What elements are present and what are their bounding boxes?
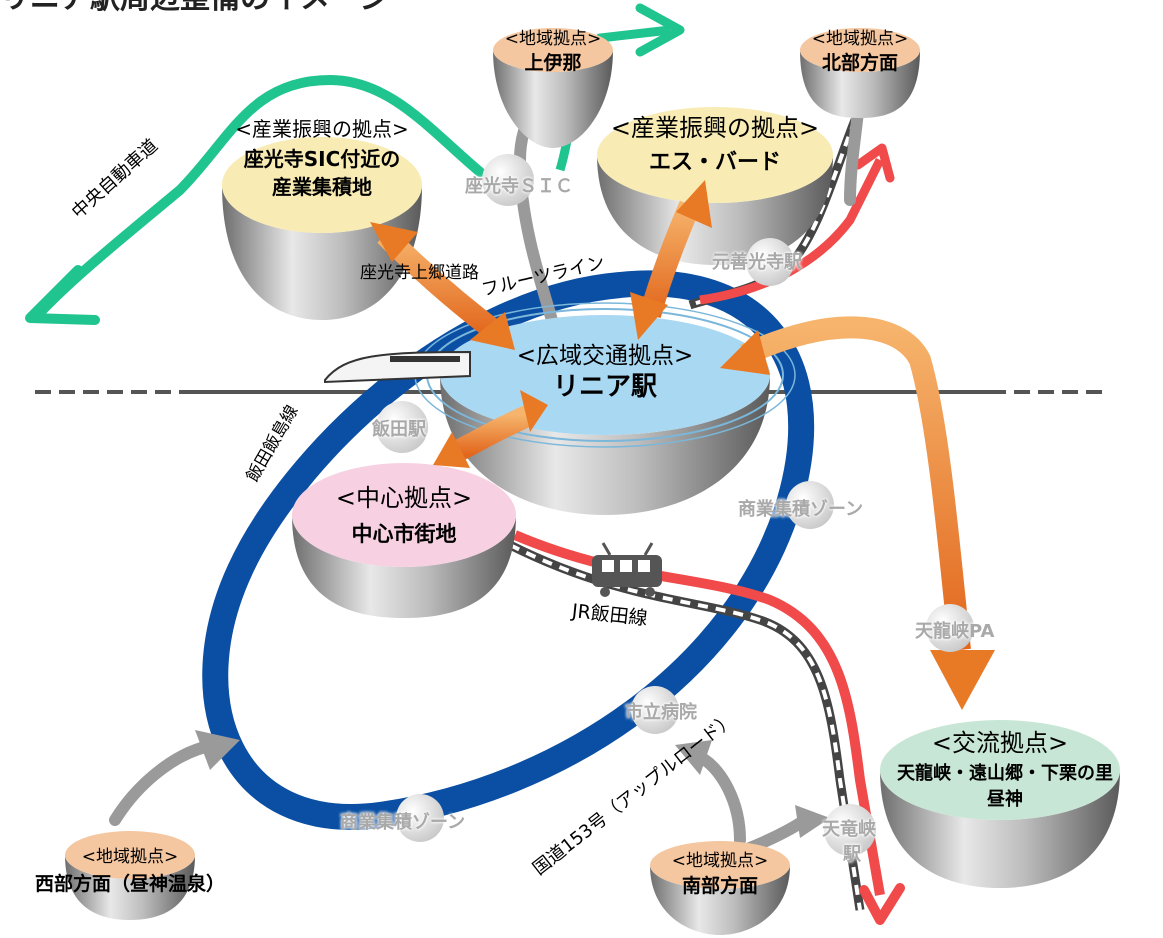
tenryukyo-station-label-1: 天竜峡: [822, 819, 876, 840]
hokubu-tag: <地域拠点>: [811, 29, 909, 49]
bowl-hokubu: [800, 28, 920, 118]
es-bird-name: エス・バード: [648, 150, 781, 175]
koryu-name-1: 天龍峡・遠山郷・下栗の里: [897, 763, 1113, 784]
route-153-arrowhead: [859, 883, 905, 925]
zakoji-industry-name-2: 産業集積地: [272, 175, 372, 199]
nanbu-name: 南部方面: [681, 875, 758, 897]
bowl-es-bird: [597, 107, 833, 265]
chuo-expressway-line: [30, 74, 485, 323]
bowl-nanbu: [650, 841, 790, 935]
seibu-name: 西部方面（昼神温泉）: [34, 873, 225, 895]
zakoji-road-label: 座光寺上郷道路: [360, 263, 479, 283]
iida-iijima-loop: [202, 270, 815, 830]
red-north-line: [699, 157, 885, 305]
bowl-chushin: [292, 463, 516, 618]
title-fragment: リニア駅周辺整備のイメージ: [0, 0, 389, 17]
motozenkoji-station-label: 元善光寺駅: [712, 252, 802, 273]
orange-arrowheads: [370, 180, 995, 710]
red-north-arrowhead: [853, 143, 895, 183]
nanbu-tag: <地域拠点>: [671, 851, 769, 871]
linear-station-tag: <広域交通拠点>: [516, 343, 694, 369]
iida-station-label: 飯田駅: [372, 419, 426, 440]
tenryukyo-station-label-2: 駅: [843, 844, 861, 865]
chuo-expressway-arrowhead: [25, 265, 100, 325]
zakoji-sic-label: 座光寺ＳＩＣ: [465, 176, 573, 197]
gray-arrowheads: [195, 730, 830, 838]
spot-markers: [376, 154, 974, 856]
zakoji-industry-tag: <産業振興の拠点>: [235, 117, 409, 141]
koryu-name-2: 昼神: [987, 789, 1023, 810]
chushin-tag: <中心拠点>: [335, 484, 473, 512]
zakoji-industry-name-1: 座光寺SIC付近の: [243, 147, 401, 171]
es-bird-tag: <産業振興の拠点>: [610, 114, 820, 142]
maglev-train-icon: [324, 350, 471, 384]
green-branch-arrowhead: [635, 3, 685, 57]
bowl-koryu: [880, 720, 1120, 888]
ue-ina-name: 上伊那: [524, 52, 582, 74]
bowl-ue-ina: [493, 28, 613, 148]
bowl-seibu: [65, 831, 195, 920]
commercial-zone-1-label: 商業集積ゾーン: [738, 499, 864, 520]
seibu-tag: <地域拠点>: [81, 847, 179, 867]
tenryukyo-pa-label: 天龍峡PA: [915, 621, 995, 642]
bowl-zakoji-industry: [222, 137, 422, 320]
tram-icon: [592, 542, 662, 597]
koryu-tag: <交流拠点>: [931, 729, 1069, 757]
linear-station-name: リニア駅: [552, 372, 657, 402]
city-hospital-label: 市立病院: [625, 702, 697, 723]
hokubu-name: 北部方面: [821, 52, 898, 74]
chushin-name: 中心市街地: [351, 522, 457, 546]
commercial-zone-2-label: 商業集積ゾーン: [340, 812, 466, 833]
ue-ina-tag: <地域拠点>: [504, 29, 602, 49]
